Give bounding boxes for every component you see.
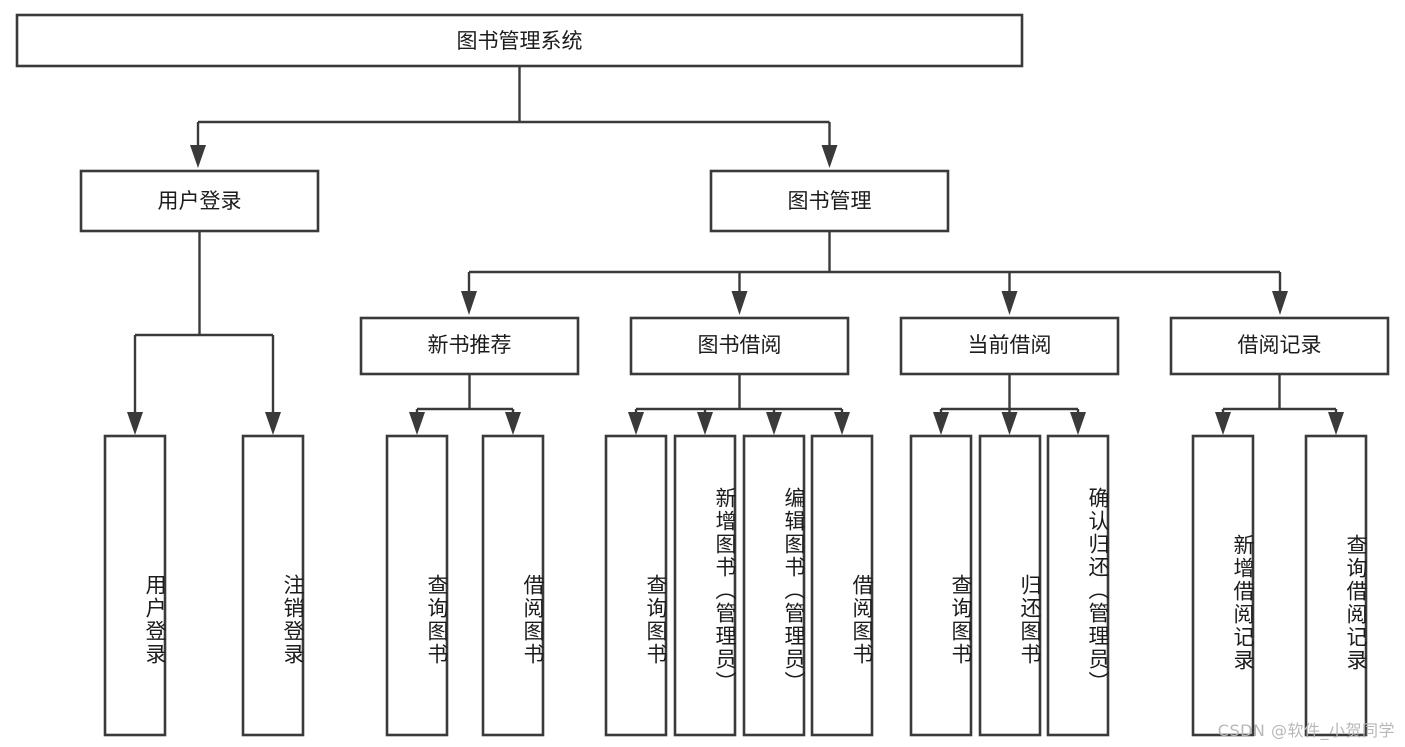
arrow-head-icon — [834, 412, 850, 435]
arrow-head-icon — [628, 412, 644, 435]
node-book-management[interactable]: 图书管理 — [709, 169, 950, 233]
watermark-text: CSDN @软件_小贺同学 — [1217, 721, 1395, 740]
leaf-box-confirm-return-admin[interactable] — [1046, 434, 1110, 737]
connector-book-management-to-level3 — [461, 231, 1288, 315]
arrow-head-icon — [505, 412, 521, 435]
leaf-box-add-borrow-record[interactable] — [1191, 434, 1255, 737]
leaf-box-borrow-book-rec[interactable] — [481, 434, 545, 737]
leaf-box-query-book-rec[interactable] — [385, 434, 449, 737]
arrow-head-icon — [265, 412, 281, 435]
arrow-head-icon — [1328, 412, 1344, 435]
node-current-borrow-box[interactable] — [899, 316, 1120, 376]
connector-current-borrow-to-leaves — [933, 374, 1086, 435]
arrow-head-icon — [1272, 291, 1288, 315]
node-root-label: 图书管理系统 — [457, 29, 583, 53]
arrow-head-icon — [821, 145, 838, 168]
leaf-box-user-login[interactable] — [103, 434, 167, 737]
connector-user-login-to-leaves — [127, 231, 281, 435]
leaf-box-logout[interactable] — [241, 434, 305, 737]
node-borrow-record-label: 借阅记录 — [1238, 333, 1322, 357]
node-current-borrow[interactable]: 当前借阅 — [899, 316, 1120, 376]
arrow-head-icon — [731, 291, 748, 315]
arrow-head-icon — [697, 412, 713, 435]
node-user-login-label: 用户登录 — [158, 189, 242, 213]
node-user-login[interactable]: 用户登录 — [79, 169, 320, 233]
node-new-book-recommend-box[interactable] — [359, 316, 580, 376]
leaf-box-add-book-admin[interactable] — [673, 434, 737, 737]
node-new-book-recommend-label: 新书推荐 — [428, 333, 512, 357]
arrow-head-icon — [190, 145, 206, 168]
node-book-borrow-label: 图书借阅 — [698, 333, 782, 357]
leaf-box-query-book-current[interactable] — [909, 434, 973, 737]
leaf-box-return-book[interactable] — [978, 434, 1042, 737]
node-root-box[interactable] — [15, 13, 1024, 68]
node-user-login-box[interactable] — [79, 169, 320, 233]
arrow-head-icon — [1001, 291, 1018, 315]
leaf-box-borrow-book[interactable] — [810, 434, 874, 737]
connector-book-borrow-to-leaves — [628, 374, 850, 435]
node-root[interactable]: 图书管理系统 — [15, 13, 1024, 68]
node-book-borrow[interactable]: 图书借阅 — [629, 316, 850, 376]
arrow-head-icon — [127, 412, 143, 435]
node-new-book-recommend[interactable]: 新书推荐 — [359, 316, 580, 376]
node-book-management-label: 图书管理 — [788, 189, 872, 213]
connector-root-to-level2 — [190, 66, 838, 168]
arrow-head-icon — [461, 291, 477, 315]
node-borrow-record[interactable]: 借阅记录 — [1169, 316, 1390, 376]
arrow-head-icon — [1215, 412, 1231, 435]
connector-new-book-recommend-to-leaves — [409, 374, 521, 435]
connector-borrow-record-to-leaves — [1215, 374, 1344, 435]
arrow-head-icon — [409, 412, 425, 435]
leaf-box-edit-book-admin[interactable] — [742, 434, 806, 737]
leaf-box-query-borrow-record[interactable] — [1304, 434, 1368, 737]
leaf-box-query-book-borrow[interactable] — [604, 434, 668, 737]
arrow-head-icon — [1070, 412, 1086, 435]
arrow-head-icon — [1001, 412, 1018, 435]
arrow-head-icon — [766, 412, 782, 435]
arrow-head-icon — [933, 412, 949, 435]
node-current-borrow-label: 当前借阅 — [968, 333, 1052, 357]
